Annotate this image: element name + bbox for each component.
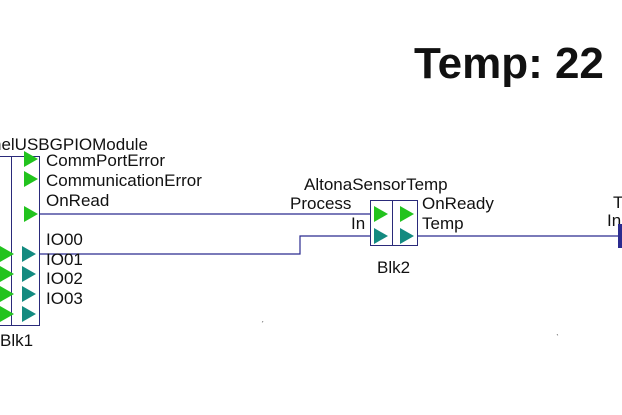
blk2-input-in: In bbox=[351, 214, 366, 233]
blk2-input-process: Process bbox=[290, 194, 352, 213]
tick-mark: ˊ bbox=[261, 320, 264, 330]
blk3-label-in: In bbox=[607, 211, 622, 230]
blk1-io02-in-pin[interactable] bbox=[22, 286, 36, 302]
blk1-io-pin-io00: IO00 bbox=[46, 230, 83, 249]
wire-io00-to-in bbox=[40, 235, 370, 255]
blk1-io01-in-pin[interactable] bbox=[22, 266, 36, 282]
blk2-output-onready: OnReady bbox=[422, 194, 494, 213]
blk2-output-temp: Temp bbox=[422, 214, 464, 233]
tick-mark: ˋ bbox=[556, 333, 559, 343]
blk1-output-onread: OnRead bbox=[46, 191, 110, 210]
blk1-block-label: Blk1 bbox=[0, 331, 34, 350]
blk1-module-name: nelUSBGPIOModule bbox=[0, 135, 148, 154]
blk1-io-pin-io02: IO02 bbox=[46, 269, 83, 288]
blk1-io-pin-io03: IO03 bbox=[46, 289, 83, 308]
blk1-io03-out-pin[interactable] bbox=[0, 306, 14, 322]
blk1-commporterror-pin[interactable] bbox=[24, 151, 38, 167]
blk1-io02-out-pin[interactable] bbox=[0, 286, 14, 302]
blk1-io00-out-pin[interactable] bbox=[0, 246, 14, 262]
blk1-communicationerror-pin[interactable] bbox=[24, 171, 38, 187]
temperature-display: Temp: 22 bbox=[414, 39, 604, 88]
blk3-edge[interactable] bbox=[618, 224, 622, 248]
blk2-temp-pin[interactable] bbox=[400, 228, 414, 244]
blk2-in-pin[interactable] bbox=[374, 228, 388, 244]
blk1-onread-pin[interactable] bbox=[24, 206, 38, 222]
blk2-onready-pin[interactable] bbox=[400, 206, 414, 222]
blk1-io00-in-pin[interactable] bbox=[22, 246, 36, 262]
blk2-process-pin[interactable] bbox=[374, 206, 388, 222]
blk1-io01-out-pin[interactable] bbox=[0, 266, 14, 282]
blk1-io03-in-pin[interactable] bbox=[22, 306, 36, 322]
blk1-output-communicationerror: CommunicationError bbox=[46, 171, 202, 190]
blk1-output-commporterror: CommPortError bbox=[46, 151, 166, 170]
blk1-io-pin-io01: IO01 bbox=[46, 250, 83, 269]
blk2-module-name: AltonaSensorTemp bbox=[304, 175, 448, 194]
blk2-block-label: Blk2 bbox=[377, 258, 411, 277]
blk3-label-t: T bbox=[613, 193, 622, 212]
